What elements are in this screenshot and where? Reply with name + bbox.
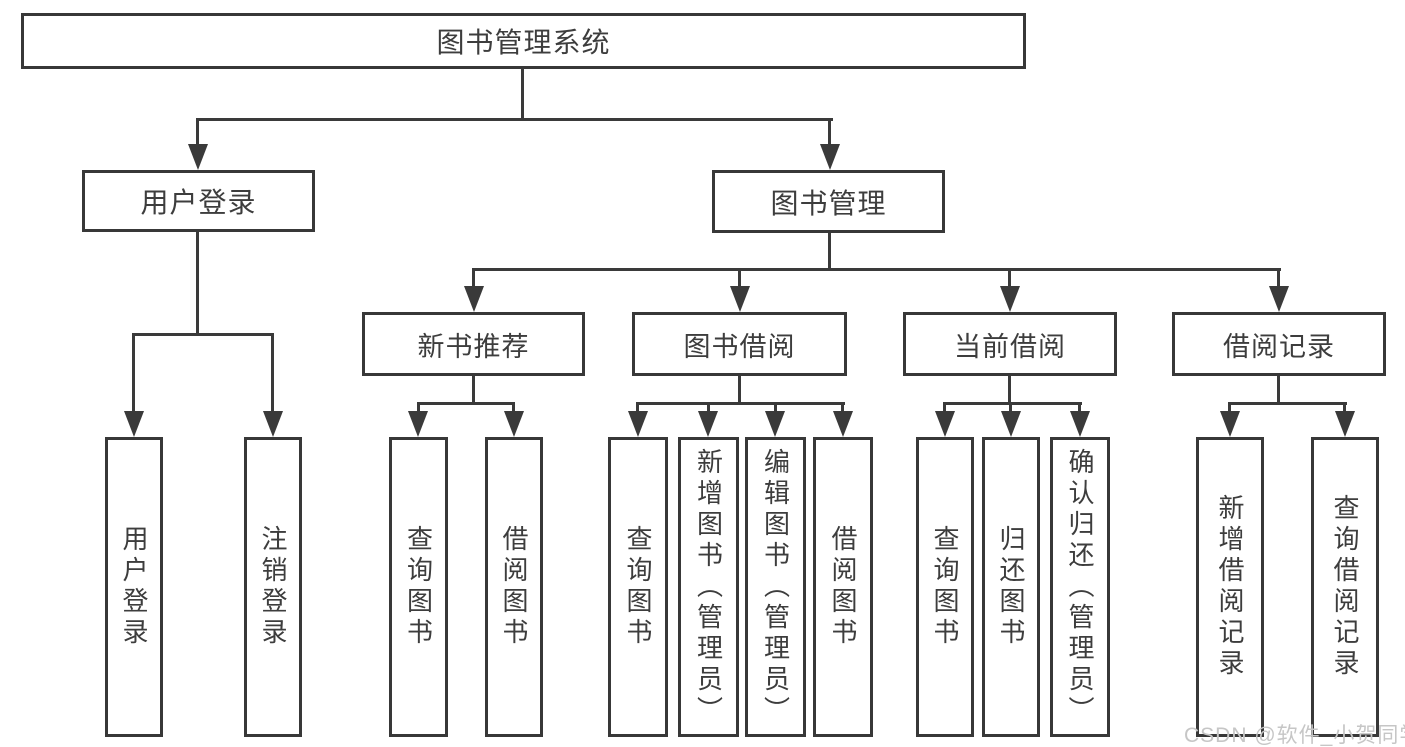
connector-recommend-vertical [472,376,475,405]
connector-root-horizontal [196,118,833,121]
leaf-recommend-query-books: 查询图书 [389,437,448,737]
arrowhead-book-mgmt [820,144,840,170]
node-book-mgmt: 图书管理 [712,170,945,233]
connector-borrow-vertical [738,376,741,405]
arrowhead-leaf-user-login [124,411,144,437]
leaf-current-query-books-label: 查询图书 [930,525,960,649]
node-borrow-records: 借阅记录 [1172,312,1386,376]
leaf-borrow-books-label: 借阅图书 [828,525,858,649]
connector-bookmgmt-stub-3 [1008,268,1011,292]
connector-root-left-stub [196,118,199,150]
arrowhead-borrow-records [1269,286,1289,312]
arrowhead-borrow-edit [765,411,785,437]
leaf-add-borrow-record-label: 新增借阅记录 [1215,494,1245,680]
csdn-watermark: CSDN @软件_小贺同学 [1184,724,1405,747]
connector-userlogin-stub-2 [271,333,274,413]
connector-userlogin-vertical [196,232,199,336]
leaf-current-query-books: 查询图书 [916,437,974,737]
arrowhead-records-query [1335,411,1355,437]
arrowhead-current-borrow [1000,286,1020,312]
connector-bookmgmt-stub-1 [472,268,475,292]
connector-current-vertical [1008,376,1011,405]
leaf-add-books-admin-label: 新增图书（管理员） [693,447,724,727]
node-current-borrow: 当前借阅 [903,312,1117,376]
connector-root-right-stub [828,118,831,150]
connector-records-vertical [1277,376,1280,405]
connector-current-horizontal [943,402,1082,405]
connector-current-stub-2 [1009,402,1012,415]
leaf-confirm-return-admin: 确认归还（管理员） [1050,437,1110,737]
node-new-book-recommend-label: 新书推荐 [417,331,530,362]
connector-bookmgmt-vertical [828,233,831,271]
leaf-return-books-label: 归还图书 [996,525,1026,649]
leaf-recommend-borrow-books-label: 借阅图书 [499,525,529,649]
arrowhead-records-add [1220,411,1240,437]
leaf-confirm-return-admin-label: 确认归还（管理员） [1065,447,1095,727]
node-book-mgmt-label: 图书管理 [770,187,887,219]
connector-bookmgmt-horizontal [472,268,1281,271]
connector-borrow-stub-4 [841,402,844,415]
connector-borrow-stub-1 [636,402,639,415]
connector-borrow-stub-2 [707,402,710,415]
connector-root-vertical [521,68,524,121]
arrowhead-current-confirm [1070,411,1090,437]
arrowhead-recommend-borrow [504,411,524,437]
arrowhead-leaf-logout [263,411,283,437]
leaf-query-borrow-record-label: 查询借阅记录 [1330,494,1360,680]
leaf-logout-login: 注销登录 [244,437,302,737]
connector-records-horizontal [1228,402,1347,405]
connector-userlogin-horizontal [132,333,274,336]
connector-borrow-horizontal [636,402,845,405]
leaf-logout-login-label: 注销登录 [258,525,288,649]
connector-bookmgmt-stub-2 [738,268,741,292]
leaf-borrow-query-books: 查询图书 [608,437,668,737]
connector-bookmgmt-stub-4 [1277,268,1280,292]
connector-borrow-stub-3 [774,402,777,415]
arrowhead-new-book-recommend [464,286,484,312]
leaf-query-borrow-record: 查询借阅记录 [1311,437,1379,737]
connector-recommend-stub-2 [512,402,515,415]
leaf-add-borrow-record: 新增借阅记录 [1196,437,1264,737]
connector-current-stub-1 [943,402,946,415]
node-root-label: 图书管理系统 [436,27,611,58]
leaf-user-login: 用户登录 [105,437,163,737]
node-book-borrow-label: 图书借阅 [683,331,796,362]
connector-records-stub-2 [1343,402,1346,415]
leaf-borrow-query-books-label: 查询图书 [623,525,653,649]
arrowhead-current-return [1001,411,1021,437]
node-new-book-recommend: 新书推荐 [362,312,585,376]
arrowhead-current-query [935,411,955,437]
leaf-user-login-label: 用户登录 [119,525,149,649]
node-borrow-records-label: 借阅记录 [1223,331,1335,362]
node-user-login: 用户登录 [82,170,315,232]
arrowhead-recommend-query [408,411,428,437]
leaf-recommend-query-books-label: 查询图书 [403,525,434,649]
node-book-borrow: 图书借阅 [632,312,847,376]
leaf-edit-books-admin: 编辑图书（管理员） [745,437,806,737]
arrowhead-borrow-borrow [833,411,853,437]
connector-userlogin-stub-1 [132,333,135,413]
leaf-recommend-borrow-books: 借阅图书 [485,437,543,737]
leaf-borrow-books: 借阅图书 [813,437,873,737]
leaf-add-books-admin: 新增图书（管理员） [678,437,739,737]
node-user-login-label: 用户登录 [140,187,257,218]
connector-recommend-stub-1 [417,402,420,415]
connector-current-stub-3 [1078,402,1081,415]
arrowhead-user-login [188,144,208,170]
connector-records-stub-1 [1228,402,1231,415]
leaf-return-books: 归还图书 [982,437,1040,737]
connector-recommend-horizontal [417,402,515,405]
arrowhead-borrow-add [698,411,718,437]
arrowhead-book-borrow [730,286,750,312]
arrowhead-borrow-query [628,411,648,437]
node-root: 图书管理系统 [21,13,1026,69]
node-current-borrow-label: 当前借阅 [954,331,1066,362]
leaf-edit-books-admin-label: 编辑图书（管理员） [760,447,791,727]
